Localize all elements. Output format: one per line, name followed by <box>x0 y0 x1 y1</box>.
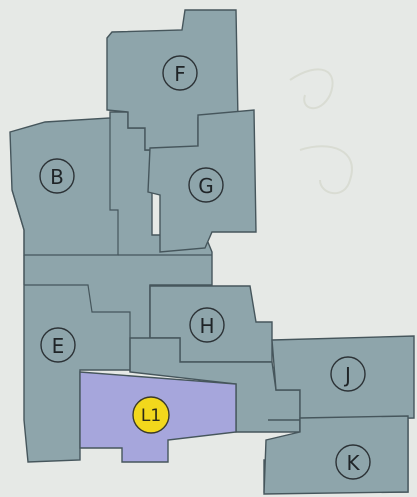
current-location-dot <box>132 396 170 434</box>
zone-k-body[interactable] <box>263 415 409 495</box>
zone-marker-j[interactable]: J <box>330 356 366 392</box>
zone-label: K <box>346 451 360 475</box>
zone-label: G <box>198 174 214 198</box>
zone-marker-ring <box>330 356 366 392</box>
zone-label: B <box>50 165 64 189</box>
zone-label: J <box>343 363 351 387</box>
wall-e <box>24 284 131 372</box>
zone-marker-f[interactable]: F <box>162 55 198 91</box>
interior-walls <box>11 118 212 372</box>
zone-g[interactable] <box>147 109 257 253</box>
zone-marker-h[interactable]: H <box>189 307 225 343</box>
zone-marker-ring <box>189 307 225 343</box>
decoration-swirl-2 <box>299 145 353 195</box>
zone-marker-ring <box>162 55 198 91</box>
zone-label: H <box>199 314 214 338</box>
zone-marker-ring <box>335 444 371 480</box>
zone-marker-ring <box>40 327 76 363</box>
zone-marker-b[interactable]: B <box>39 158 75 194</box>
zone-marker-ring <box>188 167 224 203</box>
decoration-swirl-1 <box>289 68 334 110</box>
zone-marker-k[interactable]: K <box>335 444 371 480</box>
zone-label: E <box>52 334 65 358</box>
current-location-marker[interactable]: L1 <box>132 396 170 434</box>
zone-marker-g[interactable]: G <box>188 167 224 203</box>
zone-marker-e[interactable]: E <box>40 327 76 363</box>
zone-label-current: L1 <box>141 406 161 426</box>
background-decoration <box>289 68 353 195</box>
zone-label: F <box>174 62 186 86</box>
zone-marker-ring <box>39 158 75 194</box>
